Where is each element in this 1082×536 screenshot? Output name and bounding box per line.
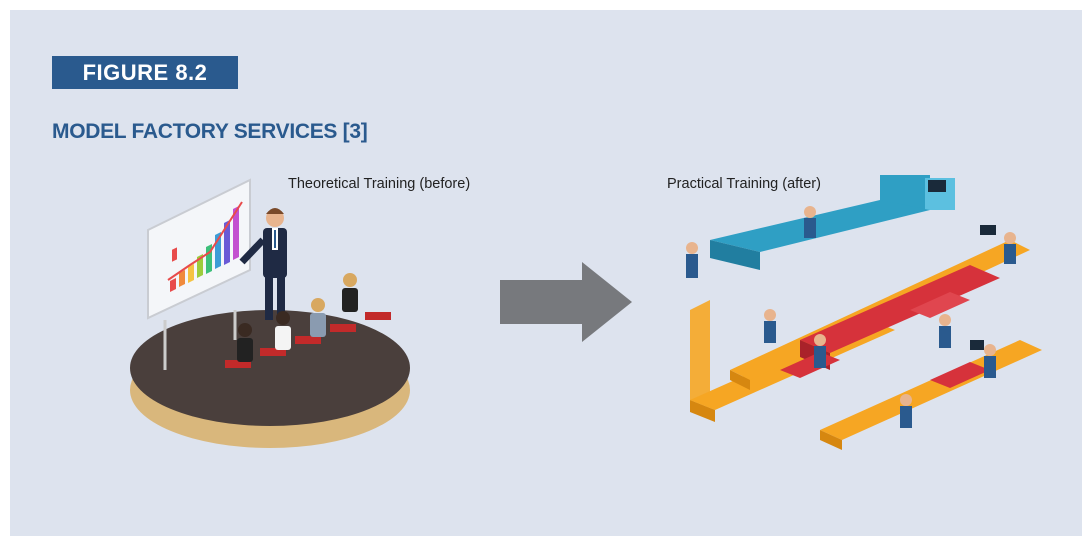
blue-machine-line (710, 175, 955, 270)
figure-badge: FIGURE 8.2 (52, 56, 238, 89)
practical-caption: Practical Training (after) (667, 176, 821, 192)
theoretical-caption: Theoretical Training (before) (288, 176, 471, 192)
workers (686, 206, 1016, 428)
classroom-illustration (130, 178, 410, 448)
control-panels (928, 180, 996, 350)
platform-top (130, 310, 410, 426)
factory-illustration (686, 175, 1042, 450)
board-chart-bars (172, 247, 177, 262)
before-after-arrow (500, 262, 632, 342)
presenter-figure (239, 208, 287, 320)
figure-title: MODEL FACTORY SERVICES [3] (52, 120, 368, 143)
red-machines (780, 265, 1000, 388)
presentation-board (147, 178, 251, 370)
audience-rows (225, 273, 391, 368)
